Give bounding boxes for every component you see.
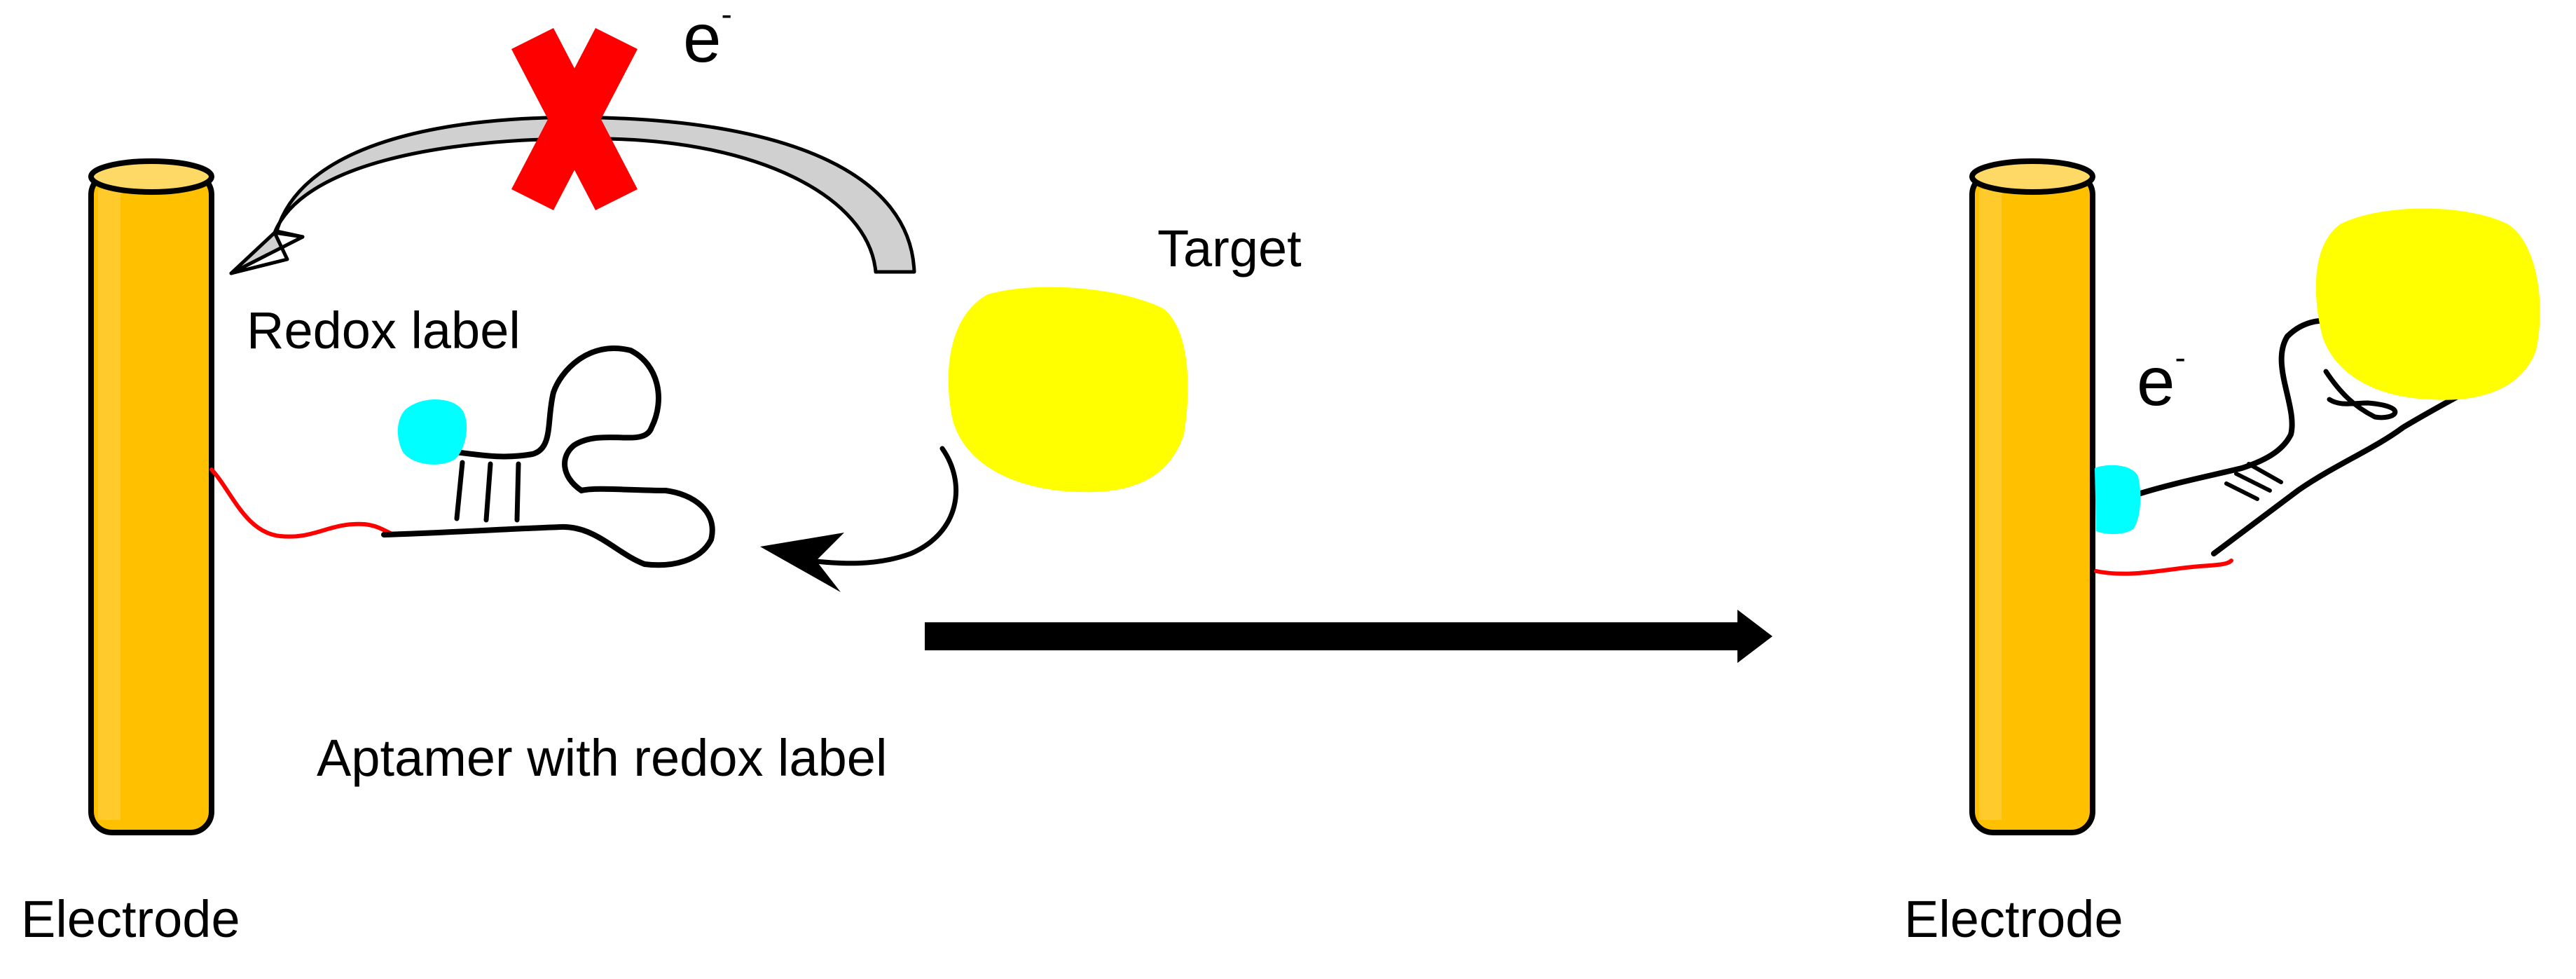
target-right [2315,208,2540,400]
electron-right-base: e [2137,343,2175,420]
electron-right-sup: - [2175,339,2186,376]
redox-label-marker-left [397,399,467,465]
electrode-label-left: Electrode [21,890,240,948]
redox-label-marker-right [2095,465,2141,535]
aptamer-left [209,345,715,568]
aptamer-right [2094,317,2486,576]
electron-label-left: e- [683,0,732,72]
electron-label-right: e- [2137,341,2186,416]
aptamer-label: Aptamer with redox label [317,729,888,787]
electrode-label-right: Electrode [1904,890,2123,948]
target-label: Target [1157,219,1302,278]
electrode-left [88,158,214,835]
electrode-right [1969,158,2095,835]
arrow-right-icon [925,610,1772,663]
electron-left-sup: - [721,0,732,32]
redox-label-text: Redox label [247,301,521,360]
blocked-electron-arrow [229,116,916,275]
x-mark-icon [511,28,638,210]
binding-arrow [760,446,958,592]
target-left [948,287,1188,493]
electron-left-base: e [683,0,722,76]
